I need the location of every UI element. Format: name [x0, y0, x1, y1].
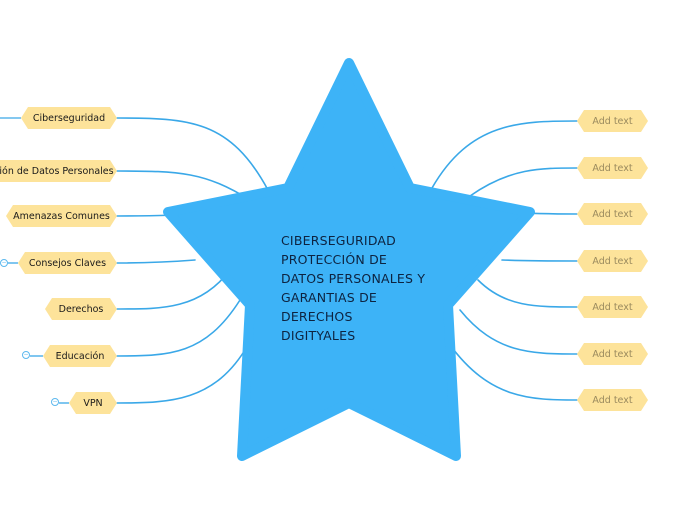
topic-label: Amenazas Comunes — [13, 210, 110, 222]
connector-add-text-5 — [477, 279, 578, 308]
topic-label: Add text — [592, 255, 633, 267]
topic-add-text-4[interactable]: Add text — [577, 250, 648, 272]
topic-amenazas-comunes[interactable]: Amenazas Comunes — [6, 205, 117, 227]
topic-label: Add text — [592, 115, 633, 127]
collapse-glyph: − — [1, 259, 7, 266]
topic-ciberseguridad[interactable]: Ciberseguridad — [21, 107, 117, 129]
topic-add-text-3[interactable]: Add text — [577, 203, 648, 225]
topic-proteccion-datos-personales[interactable]: ión de Datos Personales — [0, 160, 117, 182]
topic-add-text-6[interactable]: Add text — [577, 343, 648, 365]
topic-label: Add text — [592, 162, 633, 174]
central-line: DERECHOS — [281, 309, 353, 324]
collapse-glyph: − — [52, 398, 58, 405]
topic-label: ión de Datos Personales — [0, 165, 114, 177]
topic-label: Derechos — [58, 303, 104, 315]
central-topic-text[interactable]: CIBERSEGURIDAD PROTECCIÓN DE DATOS PERSO… — [281, 231, 461, 345]
topic-label: VPN — [83, 397, 103, 409]
topic-add-text-1[interactable]: Add text — [577, 110, 648, 132]
topic-derechos[interactable]: Derechos — [45, 298, 117, 320]
connector-add-text-1 — [431, 120, 578, 189]
connector-proteccion-datos — [116, 170, 251, 201]
topic-educacion[interactable]: Educación — [43, 345, 117, 367]
collapse-toggle-icon[interactable]: − — [0, 259, 8, 267]
connector-vpn — [116, 344, 249, 404]
topic-label: Add text — [592, 301, 633, 313]
central-line: DATOS PERSONALES Y — [281, 271, 426, 286]
topic-label: Add text — [592, 208, 633, 220]
central-line: CIBERSEGURIDAD — [281, 233, 396, 248]
collapse-glyph: − — [23, 351, 29, 358]
connector-add-text-6 — [459, 309, 578, 355]
topic-vpn[interactable]: VPN — [69, 392, 117, 414]
connector-ciberseguridad — [116, 117, 269, 191]
connector-derechos — [116, 269, 231, 310]
topic-label: Educación — [55, 350, 105, 362]
connector-educacion — [116, 299, 241, 357]
topic-add-text-7[interactable]: Add text — [577, 389, 648, 411]
connector-add-text-7 — [449, 344, 578, 401]
topic-label: Consejos Claves — [28, 257, 107, 269]
topic-add-text-2[interactable]: Add text — [577, 157, 648, 179]
collapse-toggle-icon[interactable]: − — [51, 398, 59, 406]
topic-add-text-5[interactable]: Add text — [577, 296, 648, 318]
central-line: GARANTIAS DE — [281, 290, 378, 305]
central-line: PROTECCIÓN DE — [281, 252, 388, 267]
central-line: DIGITYALES — [281, 328, 356, 343]
topic-label: Add text — [592, 348, 633, 360]
connector-consejos-claves — [116, 259, 196, 264]
central-star-shape[interactable] — [163, 58, 535, 461]
topic-label: Add text — [592, 394, 633, 406]
topic-consejos-claves[interactable]: Consejos Claves — [18, 252, 117, 274]
connector-add-text-4 — [501, 259, 578, 262]
connector-add-text-2 — [469, 167, 578, 197]
topic-label: Ciberseguridad — [32, 112, 106, 124]
collapse-toggle-icon[interactable]: − — [22, 351, 30, 359]
